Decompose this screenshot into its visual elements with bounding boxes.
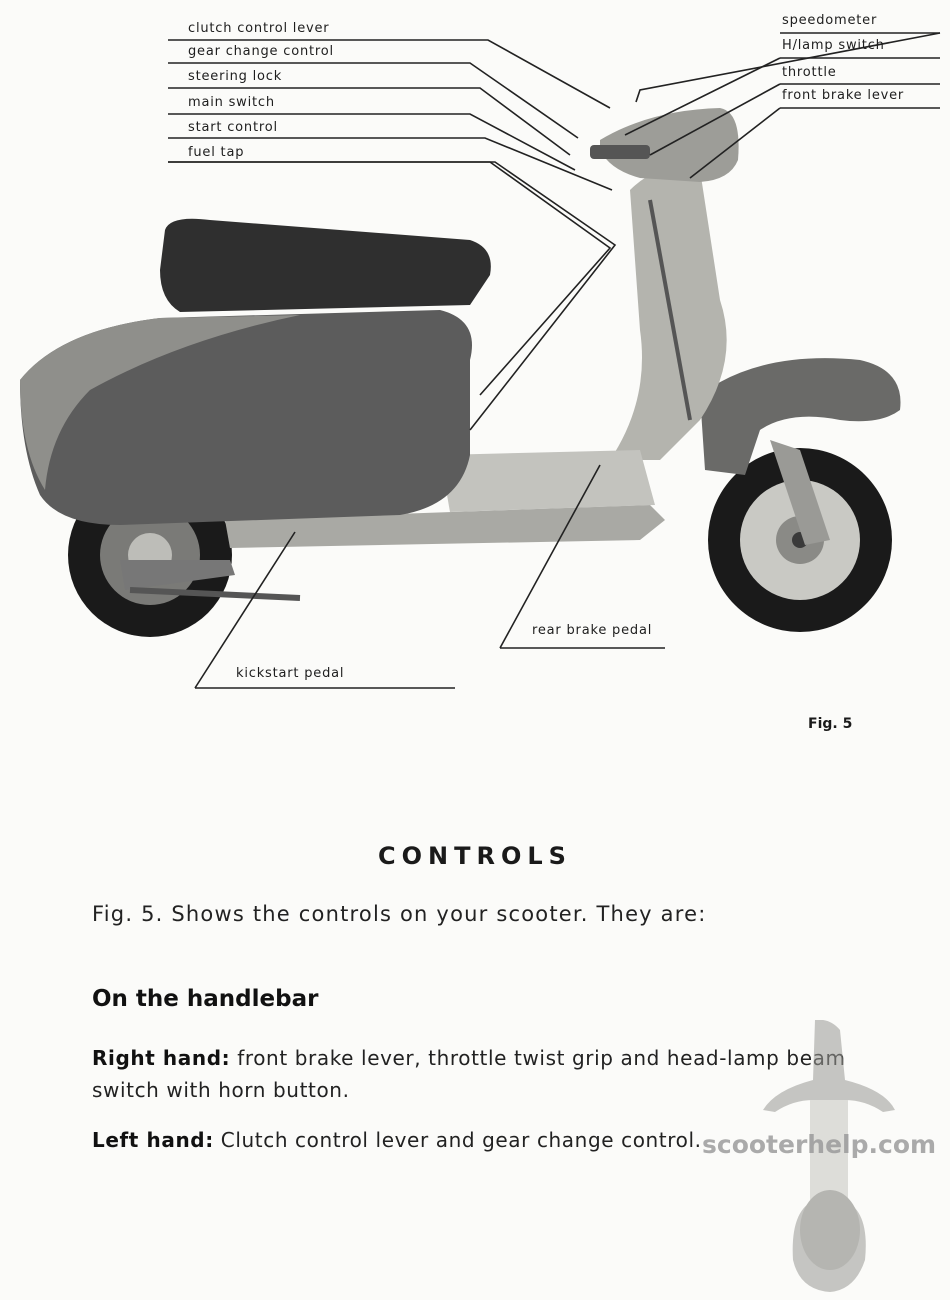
front-fork xyxy=(770,440,830,545)
left-hand-label: Left hand: xyxy=(92,1128,214,1152)
engine-exhaust xyxy=(120,560,235,590)
label-speedometer: speedometer xyxy=(782,13,878,28)
label-clutch-control-lever: clutch control lever xyxy=(188,21,330,36)
subheading-handlebar: On the handlebar xyxy=(92,986,319,1012)
floorboard-frame xyxy=(225,505,665,548)
label-front-brake-lever: front brake lever xyxy=(782,88,905,103)
figure-caption: Fig. 5 xyxy=(808,716,853,732)
left-hand-paragraph: Left hand: Clutch control lever and gear… xyxy=(92,1124,892,1156)
scooter-illustration xyxy=(20,32,941,689)
label-throttle: throttle xyxy=(782,65,837,80)
front-wheel xyxy=(708,448,892,632)
intro-text: Fig. 5. Shows the controls on your scoot… xyxy=(92,902,707,926)
label-main-switch: main switch xyxy=(188,95,275,110)
watermark-scooter-thumbnail xyxy=(763,1020,895,1292)
label-fuel-tap: fuel tap xyxy=(188,145,245,160)
leader-lines xyxy=(168,32,941,689)
label-steering-lock: steering lock xyxy=(188,69,283,84)
right-hand-text: front brake lever, throttle twist grip a… xyxy=(92,1046,846,1102)
watermark: scooterhelp.com xyxy=(702,1130,937,1159)
legshield xyxy=(610,167,727,460)
label-kickstart-pedal: kickstart pedal xyxy=(236,666,345,681)
right-hand-label: Right hand: xyxy=(92,1046,231,1070)
label-h-lamp-switch: H/lamp switch xyxy=(782,38,885,53)
label-start-control: start control xyxy=(188,120,278,135)
label-gear-change-control: gear change control xyxy=(188,44,334,59)
label-rear-brake-pedal: rear brake pedal xyxy=(532,623,653,638)
right-hand-paragraph: Right hand: front brake lever, throttle … xyxy=(92,1042,892,1106)
front-mudguard xyxy=(700,358,901,475)
seat xyxy=(160,218,491,312)
section-title: CONTROLS xyxy=(378,842,572,870)
left-hand-text: Clutch control lever and gear change con… xyxy=(213,1128,702,1152)
